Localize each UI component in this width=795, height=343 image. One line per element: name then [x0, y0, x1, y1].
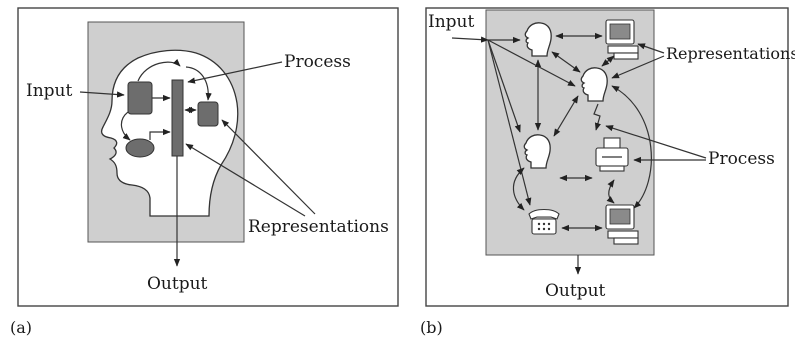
panel-a-rep-arrow-1 — [221, 119, 316, 215]
person-head-1 — [524, 22, 552, 57]
arrow-block-to-bar-top — [137, 58, 181, 82]
person-head-2 — [580, 67, 608, 102]
panel-b-representations-label: Representations — [666, 44, 795, 63]
panel-a-representations-label: Representations — [248, 217, 389, 237]
arrow-oval-to-bar — [149, 128, 171, 140]
arrow-bar-to-right-block — [185, 66, 212, 101]
computer-top-icon — [605, 19, 639, 60]
panel-b-caption: (b) — [420, 318, 443, 337]
computer-bottom-icon — [605, 204, 639, 245]
panel-a-process-label: Process — [284, 52, 351, 72]
panel-b-process-label: Process — [708, 149, 775, 169]
panel-a-caption: (a) — [10, 318, 32, 337]
telephone-icon — [528, 208, 560, 235]
panel-b-rep-arrow-2 — [611, 55, 665, 79]
process-bar — [171, 79, 184, 157]
head3-telephone-link — [512, 167, 525, 211]
panel-a-input-arrow — [79, 91, 125, 98]
head2-computer-bottom-link — [611, 85, 652, 209]
representation-oval — [125, 138, 155, 158]
panel-b: Input Representations Process Output (b) — [420, 7, 795, 337]
person-head-3 — [523, 134, 551, 169]
panel-b-rep-arrow-1 — [637, 43, 665, 54]
input-to-head-3 — [487, 39, 521, 133]
panel-a-output-label: Output — [147, 274, 208, 294]
panel-b-input-label: Input — [428, 12, 474, 32]
head2-head3-link — [553, 95, 579, 137]
panel-a-process-arrow — [187, 61, 283, 84]
memory-block-left — [127, 81, 153, 115]
input-to-head-2 — [487, 39, 576, 87]
head2-fax-link — [593, 103, 601, 131]
panel-b-input-arrow — [451, 36, 489, 43]
panel-a-input-label: Input — [26, 81, 72, 101]
panel-b-process-arrow-1 — [605, 125, 707, 159]
head1-head2-link — [551, 51, 581, 73]
panel-a: Input Process Representations Output (a) — [10, 7, 399, 337]
head2-computer-link — [601, 55, 615, 67]
arrow-block-to-oval — [120, 111, 131, 141]
representation-block-right — [197, 101, 219, 127]
panel-b-output-label: Output — [545, 281, 606, 301]
panel-a-rep-arrow-2 — [185, 143, 306, 217]
